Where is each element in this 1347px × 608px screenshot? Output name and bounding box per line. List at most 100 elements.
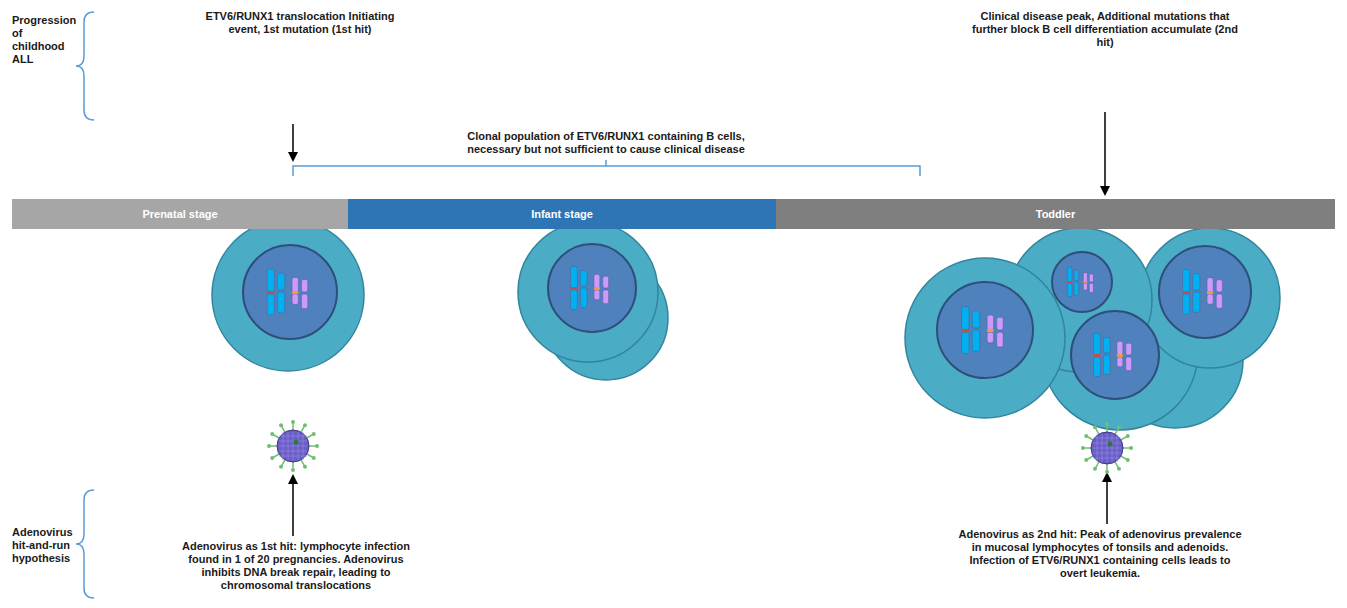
- chromosome: [267, 269, 274, 292]
- chromosome: [987, 315, 993, 330]
- chromosome: [1216, 280, 1222, 292]
- chromosome: [1193, 292, 1200, 312]
- chromosome: [267, 294, 274, 315]
- chromosome: [1083, 283, 1087, 290]
- timeline-stage: Infant stage: [348, 199, 776, 229]
- virus-knob: [267, 444, 271, 448]
- arrow: [1106, 474, 1108, 524]
- chromosome: [1093, 333, 1100, 355]
- cell-nucleus: [937, 282, 1033, 378]
- translocation-mark: [962, 329, 969, 332]
- stage-label: Infant stage: [531, 208, 593, 220]
- virus-knob: [279, 465, 283, 469]
- chromosome: [292, 294, 298, 304]
- virus-knob: [303, 465, 307, 469]
- virus-knob: [303, 423, 307, 427]
- chromosome: [594, 290, 600, 300]
- b-cell: [905, 258, 1065, 418]
- timeline-stage: Toddler: [776, 199, 1335, 229]
- chromosome: [1093, 357, 1100, 377]
- chromosome: [277, 273, 284, 290]
- hypothesis-note: Adenovirus as 1st hit: lymphocyte infect…: [176, 540, 416, 592]
- chromosome: [1103, 337, 1110, 353]
- event-note: ETV6/RUNX1 translocation Initiating even…: [205, 10, 395, 36]
- translocation-mark: [1067, 281, 1072, 283]
- chromosome: [301, 294, 307, 309]
- translocation-mark: [987, 329, 993, 332]
- chromosome: [972, 311, 979, 328]
- chromosome: [594, 274, 600, 288]
- virus-dot: [294, 440, 299, 445]
- virus-knob: [279, 423, 283, 427]
- b-cell: [1140, 228, 1280, 368]
- chromosome: [1207, 278, 1213, 292]
- virus-knob: [1084, 458, 1088, 462]
- virus-knob: [1081, 446, 1085, 450]
- chromosome: [1083, 273, 1087, 282]
- virus-knob: [1105, 470, 1109, 474]
- chromosome: [997, 332, 1003, 347]
- chromosome: [603, 276, 609, 288]
- virus-knob: [291, 420, 295, 424]
- chromosome: [1117, 357, 1123, 367]
- translocation-mark: [1117, 354, 1123, 357]
- virus-knob: [1117, 425, 1121, 429]
- virus-dot: [1108, 442, 1113, 447]
- chromosome: [603, 290, 609, 304]
- translocation-mark: [570, 287, 577, 290]
- chromosome: [1074, 270, 1079, 281]
- capsid-texture: [303, 432, 304, 460]
- bracket: [76, 490, 94, 598]
- virus-knob: [312, 456, 316, 460]
- translocation-mark: [292, 291, 298, 294]
- virus-knob: [291, 468, 295, 472]
- virus-knob: [1126, 458, 1130, 462]
- chromosome: [1089, 274, 1093, 282]
- cell-nucleus: [548, 244, 636, 332]
- chromosome: [997, 317, 1003, 330]
- chromosome: [1074, 282, 1079, 295]
- stage-label: Prenatal stage: [142, 208, 217, 220]
- virus-knob: [1093, 467, 1097, 471]
- stage-label: Toddler: [1036, 208, 1076, 220]
- chromosome: [1067, 267, 1072, 282]
- chromosome: [1117, 341, 1123, 355]
- chromosome: [1126, 357, 1132, 371]
- chromosome: [580, 270, 587, 286]
- virus-knob: [1126, 434, 1130, 438]
- chromosome: [1193, 274, 1200, 290]
- chromosome: [580, 288, 587, 308]
- row-label: Progression of childhood ALL: [12, 14, 76, 66]
- chromosome: [1126, 343, 1132, 355]
- virus-knob: [312, 432, 316, 436]
- virus-knob: [1093, 425, 1097, 429]
- chromosome: [570, 266, 577, 288]
- chromosome: [301, 279, 307, 292]
- adenovirus: [1091, 432, 1123, 464]
- arrow: [292, 476, 294, 536]
- chromosome: [962, 307, 969, 330]
- virus-knob: [270, 456, 274, 460]
- chromosome: [962, 332, 969, 353]
- hypothesis-note: Adenovirus as 2nd hit: Peak of adenoviru…: [955, 528, 1245, 580]
- event-note: Clinical disease peak, Additional mutati…: [970, 10, 1240, 49]
- chromosome: [1183, 294, 1190, 314]
- translocation-mark: [1183, 291, 1190, 294]
- virus-knob: [270, 432, 274, 436]
- arrow: [292, 124, 294, 160]
- virus-knob: [315, 444, 319, 448]
- virus-knob: [1129, 446, 1133, 450]
- translocation-mark: [267, 291, 274, 294]
- span-note: Clonal population of ETV6/RUNX1 containi…: [441, 130, 771, 156]
- translocation-mark: [1083, 281, 1087, 283]
- span-bracket: [293, 160, 920, 176]
- b-cell: [518, 222, 658, 362]
- translocation-mark: [1207, 291, 1213, 294]
- chromosome: [277, 292, 284, 313]
- adenovirus: [277, 430, 309, 462]
- cell-nucleus: [243, 245, 337, 339]
- chromosome: [1067, 283, 1072, 296]
- chromosome: [987, 332, 993, 343]
- b-cell: [212, 219, 364, 371]
